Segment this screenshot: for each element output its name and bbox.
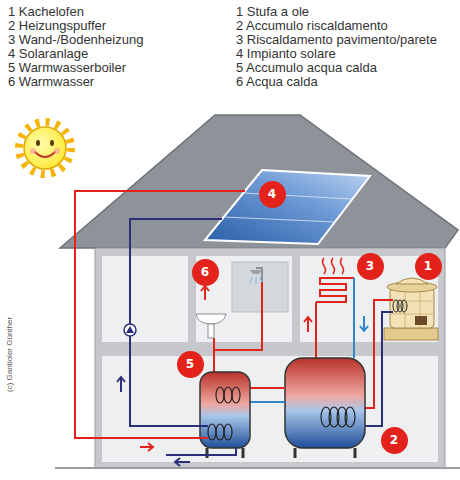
room xyxy=(102,356,438,462)
house-front xyxy=(95,248,445,468)
legend-item: 3 Riscaldamento pavimento/parete xyxy=(236,33,437,47)
solar-panel xyxy=(205,170,370,244)
callout-number: 3 xyxy=(357,253,384,280)
flow-arrow xyxy=(140,443,153,451)
boiler-coil xyxy=(208,424,216,440)
legend-item: 4 Impianto solare xyxy=(236,47,336,61)
flow-arrow xyxy=(360,316,368,331)
cold-water-pipe xyxy=(166,448,236,455)
stove-door xyxy=(415,316,427,325)
sink-pedestal xyxy=(208,324,214,338)
panel-grid xyxy=(224,217,335,222)
tiled-stove xyxy=(390,288,434,328)
sink xyxy=(196,314,226,324)
boiler-coil xyxy=(216,424,224,440)
callout-disc xyxy=(381,427,408,454)
ground-line xyxy=(55,467,460,469)
stove-tiles xyxy=(390,288,434,328)
sun-eye xyxy=(36,140,40,146)
shower-tiles xyxy=(232,262,288,312)
pump-symbol xyxy=(124,324,136,336)
hot-water-pipe xyxy=(213,338,215,372)
flow-arrow xyxy=(117,377,125,392)
callout-number: 4 xyxy=(259,181,286,208)
flow-arrow xyxy=(304,317,312,332)
sun-smile xyxy=(35,152,55,157)
stove-base xyxy=(384,328,438,340)
hot-water-pipe xyxy=(214,282,262,350)
callout-number: 6 xyxy=(192,259,219,286)
callout-number: 5 xyxy=(177,351,204,378)
legend-item: 1 Kachelofen xyxy=(8,5,84,19)
callout-circle: 5 xyxy=(177,351,204,378)
callout-circle: 4 xyxy=(259,181,286,208)
boiler-coil xyxy=(232,387,240,403)
heat-waves xyxy=(323,258,344,274)
callout-disc xyxy=(357,253,384,280)
wall-heating-coil xyxy=(316,278,354,302)
callout-circle: 2 xyxy=(381,427,408,454)
watermark: (c) Gantioler Günther xyxy=(5,317,15,392)
room xyxy=(102,256,188,342)
flow-arrow xyxy=(201,286,209,300)
boiler-coil xyxy=(216,387,224,403)
legend-item: 5 Accumulo acqua calda xyxy=(236,61,377,75)
legend-item: 6 Acqua calda xyxy=(236,75,318,89)
legend-item: 3 Wand-/Bodenheizung xyxy=(8,33,143,47)
callout-disc xyxy=(259,181,286,208)
tank-feet xyxy=(207,448,243,458)
legend-item: 5 Warmwasserboiler xyxy=(8,61,126,75)
hot-water-boiler xyxy=(200,372,250,448)
shower-head xyxy=(250,270,262,274)
stove-coil xyxy=(401,300,407,312)
callout-disc xyxy=(177,351,204,378)
boiler-coil xyxy=(224,424,232,440)
sun-eye xyxy=(50,140,54,146)
roof xyxy=(60,115,458,248)
legend-item: 2 Heizungspuffer xyxy=(8,19,106,33)
heating-buffer-tank xyxy=(285,358,365,448)
buffer-coil xyxy=(345,407,355,427)
callout-circle: 3 xyxy=(357,253,384,280)
legend-item: 4 Solaranlage xyxy=(8,47,88,61)
callout-circle: 1 xyxy=(415,253,442,280)
tank-feet xyxy=(295,448,355,458)
heating-return-pipe xyxy=(353,278,355,358)
stove-dome xyxy=(396,278,428,284)
callout-disc xyxy=(415,253,442,280)
sun xyxy=(24,127,66,169)
boiler-coil xyxy=(224,387,232,403)
legend-item: 2 Accumulo riscaldamento xyxy=(236,19,388,33)
sun-cheek xyxy=(54,148,60,154)
legend-item: 6 Warmwasser xyxy=(8,75,94,89)
callout-number: 2 xyxy=(381,427,408,454)
flow-arrow xyxy=(175,458,190,466)
solar-feed-pipe xyxy=(75,191,245,438)
sun-cheek xyxy=(30,148,36,154)
sun-rays xyxy=(19,122,71,174)
solar-return-pipe xyxy=(130,219,222,426)
callout-number: 1 xyxy=(415,253,442,280)
heating-feed-pipe xyxy=(315,302,317,358)
legend-item: 1 Stufa a ole xyxy=(236,5,309,19)
shower-water xyxy=(250,277,262,284)
pump-symbol xyxy=(126,326,134,333)
callout-disc xyxy=(192,259,219,286)
callout-circle: 6 xyxy=(192,259,219,286)
